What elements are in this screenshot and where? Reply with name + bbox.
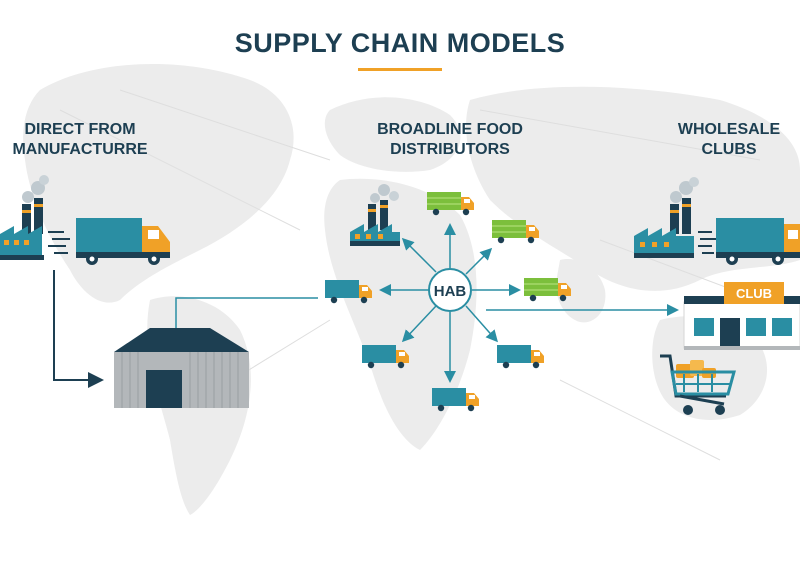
model-label-line: WHOLESALE — [677, 121, 781, 138]
truck-teal-lower-right — [497, 345, 544, 369]
line-warehouse-to-distributor — [175, 297, 318, 328]
warehouse — [114, 328, 249, 408]
speed-lines-left — [48, 231, 70, 254]
model-label-wholesale-clubs: WHOLESALE CLUBS — [670, 120, 788, 160]
model-label-line: BROADLINE FOOD — [377, 121, 523, 138]
title-underline — [358, 68, 442, 71]
factory-center — [350, 184, 400, 246]
hub-label: HAB — [434, 283, 467, 300]
speed-lines-right — [698, 231, 716, 254]
page-title: SUPPLY CHAIN MODELS — [234, 28, 566, 58]
hub-spokes — [379, 223, 521, 383]
model-label-line: DIRECT FROM — [24, 121, 136, 138]
factory-left — [0, 175, 49, 260]
arrow-factory-to-warehouse — [53, 270, 104, 388]
model-label-line: MANUFACTURRE — [12, 141, 148, 158]
truck-teal-bottom — [432, 388, 479, 412]
shopping-cart-icon — [660, 354, 736, 415]
truck-large-left — [76, 218, 170, 265]
model-label-broadline-food-distributors: BROADLINE FOOD DISTRIBUTORS — [340, 120, 560, 160]
model-label-line: CLUBS — [701, 141, 757, 158]
club-sign: CLUB — [736, 286, 772, 301]
model-label-line: DISTRIBUTORS — [390, 141, 510, 158]
truck-large-right — [716, 218, 800, 265]
factory-right — [634, 177, 699, 258]
hub-node: HAB — [428, 268, 472, 312]
model-label-direct-from-manufacturer: DIRECT FROM MANUFACTURRE — [0, 120, 160, 160]
club-store: CLUB — [683, 282, 800, 350]
